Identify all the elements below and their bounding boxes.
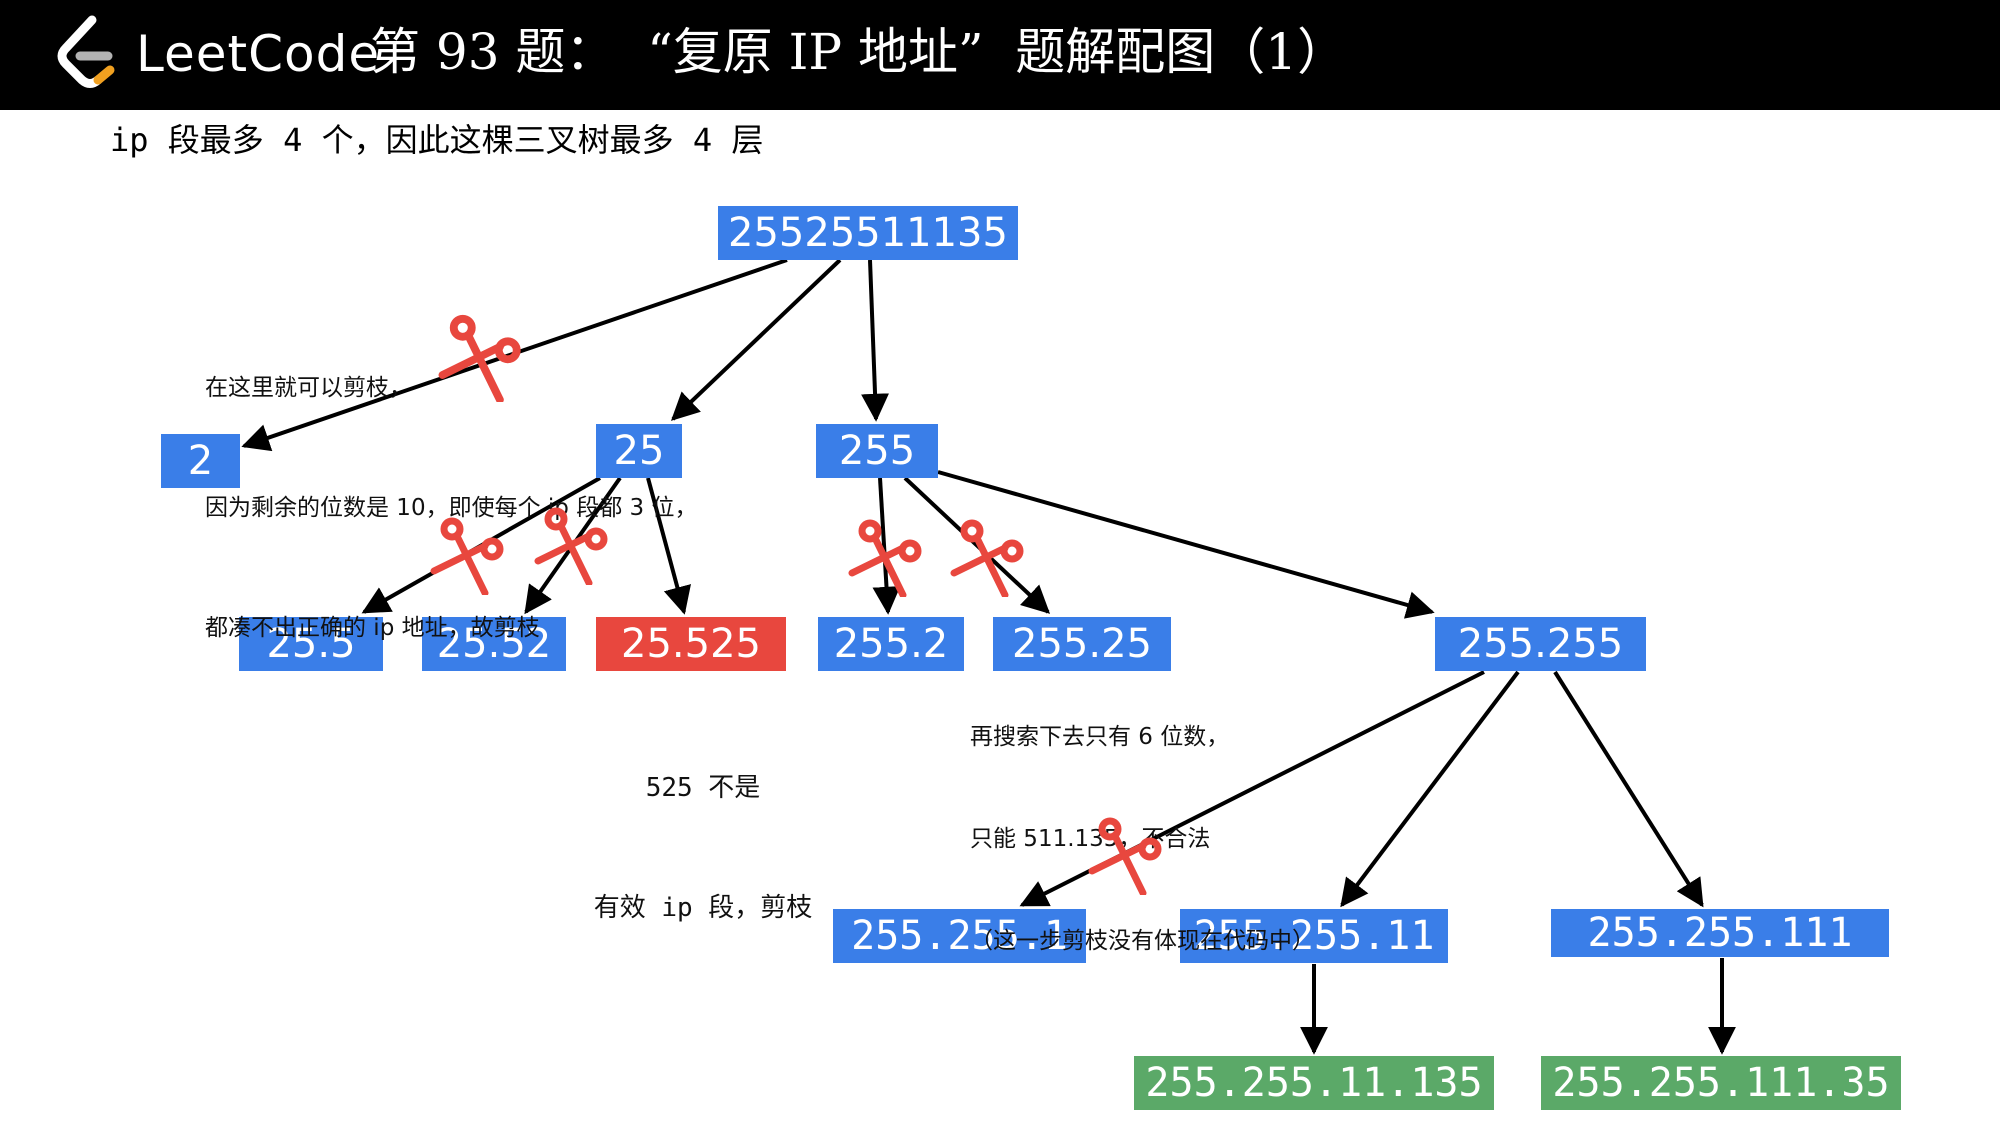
- note-invalid-525: 525 不是 有效 ip 段，剪枝: [583, 688, 823, 968]
- brand-name: LeetCode: [136, 25, 381, 83]
- note-prune-root: 在这里就可以剪枝， 因为剩余的位数是 10，即使每个 ip 段都 3 位， 都凑…: [205, 288, 697, 688]
- edge-255-255-11: [1340, 670, 1520, 908]
- edge-255-255-255: [937, 470, 1435, 619]
- note-line: 都凑不出正确的 ip 地址，故剪枝: [205, 615, 540, 641]
- scissors-icon: [430, 517, 504, 595]
- scissors-icon: [950, 519, 1024, 597]
- header-bar: LeetCode 第 93 题： “复原 IP 地址” 题解配图（1）: [0, 0, 2000, 110]
- tree-node-25-52: 25.52: [422, 617, 566, 671]
- note-line: 有效 ip 段，剪枝: [593, 893, 813, 923]
- scissors-icon: [848, 519, 922, 597]
- tree-node-255-255-1: 255.255.1: [833, 909, 1086, 963]
- edge-root-25: [670, 258, 842, 421]
- page-title: 第 93 题： “复原 IP 地址” 题解配图（1）: [370, 23, 1348, 81]
- tree-node-root: 25525511135: [718, 206, 1018, 260]
- tree-node-255-255-11: 255.255.11: [1180, 909, 1448, 963]
- edge-root-255: [861, 259, 890, 422]
- note-line: 525 不是: [645, 773, 761, 803]
- scissors-icon: [438, 314, 521, 402]
- tree-node-255-255-111: 255.255.111: [1551, 909, 1889, 957]
- tree-node-25-525: 25.525: [596, 617, 786, 671]
- edge-25-25-525: [646, 477, 691, 615]
- tree-node-255-25: 255.25: [993, 617, 1171, 671]
- tree-node-25: 25: [596, 424, 682, 478]
- scissors-icon: [534, 507, 608, 585]
- tree-node-2: 2: [161, 434, 240, 488]
- tree-node-255: 255: [816, 424, 938, 478]
- tree-node-255-255: 255.255: [1435, 617, 1646, 671]
- note-line: 再搜索下去只有 6 位数，: [970, 724, 1230, 750]
- note-line: 在这里就可以剪枝，: [205, 375, 412, 401]
- edge-255-255-2: [872, 477, 901, 615]
- note-line: 因为剩余的位数是 10，即使每个 ip 段都 3 位，: [205, 495, 698, 521]
- tree-node-25-5: 25.5: [239, 617, 383, 671]
- edge-255-255-25: [903, 476, 1051, 614]
- leetcode-logo-icon: [57, 15, 115, 88]
- diagram-caption: ip 段最多 4 个，因此这棵三叉树最多 4 层: [110, 121, 764, 159]
- tree-node-255-2: 255.2: [818, 617, 964, 671]
- tree-leaf-255-255-11-135: 255.255.11.135: [1134, 1056, 1494, 1110]
- edge-255-255-111: [1553, 670, 1704, 908]
- note-line: （这一步剪枝没有体现在代码中）: [970, 928, 1315, 954]
- scissors-icon: [1088, 817, 1162, 895]
- tree-leaf-255-255-111-35: 255.255.111.35: [1541, 1056, 1901, 1110]
